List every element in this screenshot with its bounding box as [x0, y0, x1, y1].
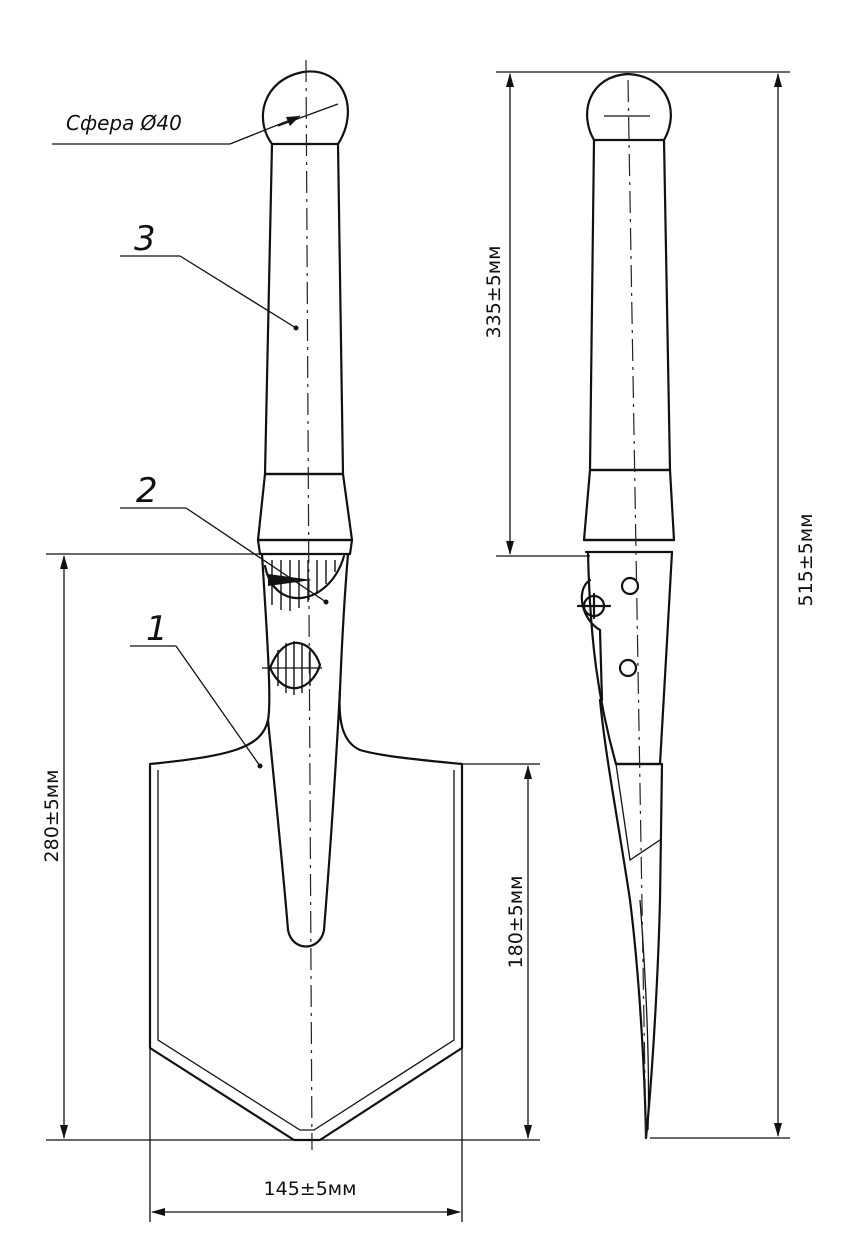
side-view [576, 72, 676, 1141]
side-handle [588, 138, 672, 472]
front-rivet-section-lower [262, 641, 322, 695]
side-center-axis [627, 79, 647, 1141]
sphere-label: Сфера Ø40 [66, 111, 182, 135]
side-sphere [586, 72, 672, 142]
side-rivet-lower [618, 658, 638, 678]
front-view [148, 59, 464, 1151]
front-handle [263, 142, 345, 476]
front-ferrule [256, 472, 354, 542]
callout-part-3: 3 [134, 219, 156, 259]
front-sphere [261, 70, 349, 146]
dim-blade-face-length: 180±5мм [505, 876, 527, 969]
callout-part-2: 2 [136, 471, 158, 511]
front-rivet-section-upper [263, 554, 346, 611]
dim-blade-length: 280±5мм [41, 770, 63, 863]
front-blade [148, 552, 464, 1142]
side-blade [598, 698, 664, 1140]
dimension-lines [46, 71, 790, 1222]
callout-part-1: 1 [146, 609, 168, 649]
dim-handle-length: 335±5мм [483, 246, 505, 339]
side-rivet-upper [620, 576, 640, 596]
front-shank [266, 688, 342, 948]
dim-total-length: 515±5мм [795, 514, 817, 607]
side-ferrule [582, 468, 676, 542]
dim-blade-width: 145±5мм [264, 1178, 357, 1200]
front-center-axis [305, 59, 313, 1151]
callouts [52, 115, 329, 769]
